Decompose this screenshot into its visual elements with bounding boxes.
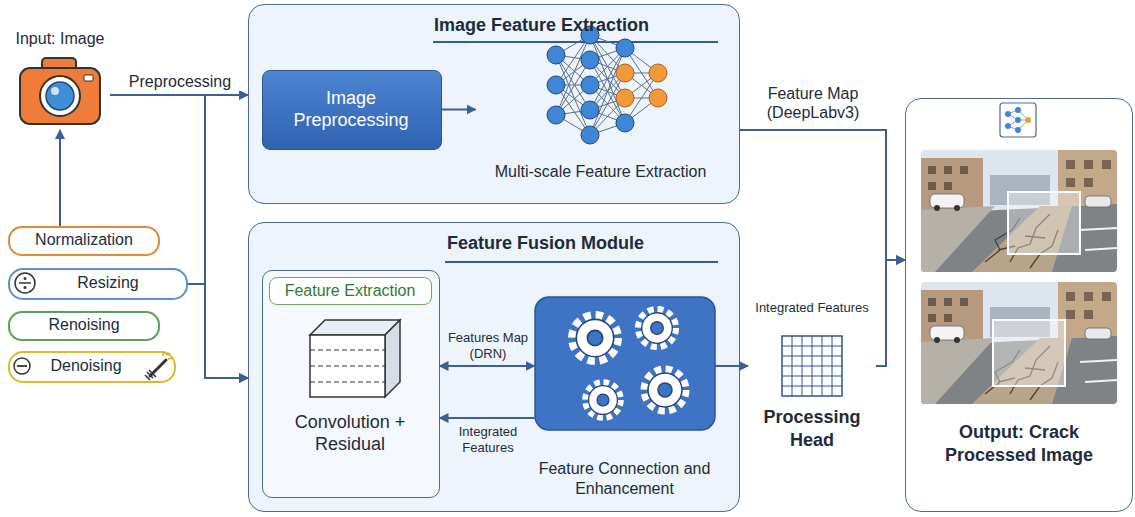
connector-arrow bbox=[440, 365, 535, 367]
neural-network-icon bbox=[547, 26, 667, 144]
node-label: Renoising bbox=[48, 313, 119, 337]
connector-arrow bbox=[442, 109, 476, 111]
node-label: Denoising bbox=[50, 353, 121, 379]
node-label: Feature Extraction bbox=[269, 277, 432, 305]
resize-icon bbox=[15, 273, 35, 293]
connector-arrow bbox=[740, 130, 905, 260]
grid-icon bbox=[782, 336, 842, 396]
module-panel: Image Feature ExtractionImage Preprocess… bbox=[248, 4, 740, 204]
camera-icon bbox=[20, 58, 100, 124]
road-photo bbox=[921, 282, 1117, 404]
connector-arrow bbox=[876, 260, 905, 366]
node-label: Integrated Features bbox=[748, 300, 876, 315]
node-label: Resizing bbox=[77, 270, 138, 296]
gear-box bbox=[535, 297, 715, 430]
edge-label: Integrated Features bbox=[444, 424, 532, 455]
connector-arrow bbox=[110, 95, 248, 378]
network-badge bbox=[1000, 103, 1036, 137]
process-box: Image Preprocessing bbox=[262, 70, 442, 150]
edge-label: Preprocessing bbox=[116, 72, 244, 91]
node-label: Multi-scale Feature Extraction bbox=[476, 163, 726, 181]
road-photo bbox=[921, 150, 1117, 272]
connector-arrow bbox=[188, 284, 248, 378]
preprocess-pill: Denoising bbox=[8, 351, 176, 383]
node-label: Normalization bbox=[35, 228, 133, 252]
node-label: Output: Crack Processed Image bbox=[916, 421, 1122, 468]
node-label: Feature Fusion Module bbox=[447, 233, 717, 254]
preprocess-pill: Renoising bbox=[8, 311, 160, 341]
heading-underline bbox=[433, 42, 718, 262]
edge-label: Feature Map (DeepLabv3) bbox=[748, 84, 878, 122]
preprocess-pill: Normalization bbox=[8, 226, 160, 256]
edge-label: Features Map (DRN) bbox=[444, 330, 532, 361]
connector-arrow bbox=[440, 417, 535, 419]
denoise-icon bbox=[14, 351, 173, 380]
connector-arrow bbox=[59, 130, 61, 226]
node-label: Image Preprocessing bbox=[273, 87, 430, 132]
node-label: Feature Connection and Enhancement bbox=[535, 459, 715, 499]
node-label: Image Feature Extraction bbox=[434, 15, 724, 36]
layer-stack-icon bbox=[310, 320, 400, 397]
node-text: Convolution + Residual bbox=[267, 411, 434, 456]
node-text: Processing Head bbox=[748, 406, 876, 451]
connector-arrow bbox=[715, 365, 749, 367]
node-label: Input: Image bbox=[10, 30, 110, 48]
